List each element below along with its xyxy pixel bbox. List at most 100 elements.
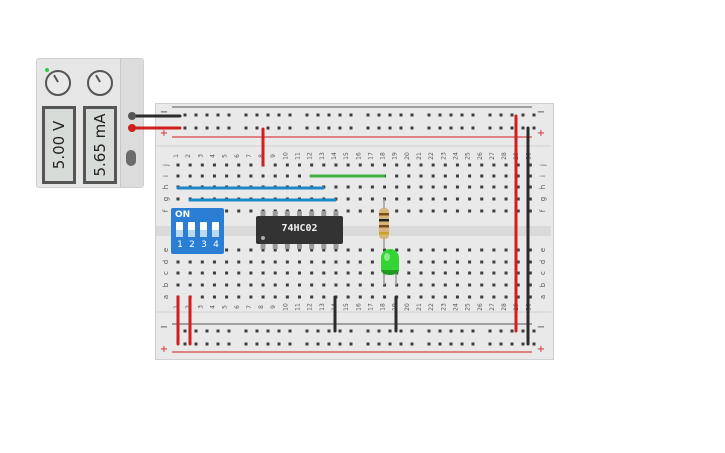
power-switch[interactable]: [126, 150, 136, 166]
dip-switch[interactable]: ON 1 2 3 4: [171, 208, 224, 254]
rail-hole: [216, 329, 220, 333]
grid-hole: [200, 174, 204, 178]
grid-hole: [249, 283, 253, 287]
grid-hole: [225, 209, 229, 213]
chip-pin-top: [272, 211, 278, 216]
rail-hole: [427, 342, 431, 346]
rail-minus-label-bl: −: [160, 322, 168, 333]
green-led[interactable]: [381, 249, 399, 270]
grid-hole: [492, 283, 496, 287]
voltage-knob[interactable]: [45, 70, 71, 96]
grid-hole: [492, 197, 496, 201]
grid-hole: [358, 271, 362, 275]
rail-hole: [255, 342, 259, 346]
grid-hole: [504, 295, 508, 299]
chip-pin-bottom: [260, 244, 266, 249]
dip-switch-4[interactable]: [212, 222, 219, 237]
psu-positive-terminal[interactable]: [128, 124, 136, 132]
rail-hole: [244, 342, 248, 346]
grid-hole: [516, 185, 520, 189]
column-number-3: 3: [197, 305, 204, 309]
grid-hole: [492, 209, 496, 213]
dip-switch-1[interactable]: [176, 222, 183, 237]
grid-hole: [528, 185, 532, 189]
grid-hole: [528, 283, 532, 287]
column-number-25: 25: [465, 303, 472, 311]
rail-hole: [227, 113, 231, 117]
grid-hole: [455, 295, 459, 299]
grid-hole: [504, 174, 508, 178]
grid-hole: [200, 271, 204, 275]
rail-hole: [399, 329, 403, 333]
grid-hole: [492, 185, 496, 189]
ic-chip[interactable]: 74HC02: [256, 216, 343, 244]
rail-hole: [316, 342, 320, 346]
rail-hole: [277, 342, 281, 346]
rail-hole: [327, 342, 331, 346]
row-letter-b: b: [539, 282, 547, 287]
psu-ground-terminal[interactable]: [128, 112, 136, 120]
grid-hole: [346, 295, 350, 299]
grid-hole: [516, 197, 520, 201]
grid-hole: [285, 248, 289, 252]
resistor[interactable]: [379, 208, 389, 239]
power-supply[interactable]: 5.00 V 5.65 mA: [36, 58, 144, 188]
rail-minus-label-br: −: [537, 322, 545, 333]
grid-hole: [504, 209, 508, 213]
grid-hole: [468, 174, 472, 178]
grid-hole: [407, 260, 411, 264]
rail-hole: [510, 113, 514, 117]
column-number-22: 22: [428, 303, 435, 311]
grid-hole: [383, 295, 387, 299]
current-knob[interactable]: [87, 70, 113, 96]
grid-hole: [395, 185, 399, 189]
chip-pin-top: [297, 211, 302, 216]
grid-hole: [346, 197, 350, 201]
rail-hole: [216, 126, 220, 130]
grid-hole: [225, 163, 229, 167]
row-letter-e: e: [162, 248, 170, 252]
rail-hole: [399, 126, 403, 130]
column-number-26: 26: [477, 152, 484, 160]
grid-hole: [370, 283, 374, 287]
column-number-16: 16: [355, 152, 362, 160]
rail-hole: [499, 126, 503, 130]
row-letter-e: e: [539, 248, 547, 252]
column-number-13: 13: [319, 152, 326, 160]
column-number-13: 13: [319, 303, 326, 311]
grid-hole: [200, 260, 204, 264]
rail-hole: [349, 126, 353, 130]
chip-pin-bottom: [321, 244, 327, 249]
grid-hole: [212, 283, 216, 287]
grid-hole: [443, 260, 447, 264]
row-letter-j: j: [539, 164, 547, 167]
grid-hole: [431, 174, 435, 178]
grid-hole: [298, 163, 301, 167]
rail-hole: [488, 329, 492, 333]
dip-switch-2[interactable]: [188, 222, 195, 237]
grid-hole: [431, 197, 435, 201]
grid-hole: [285, 271, 289, 275]
grid-hole: [383, 163, 387, 167]
dip-switch-3[interactable]: [200, 222, 207, 237]
grid-hole: [249, 248, 253, 252]
resistor-band: [379, 225, 389, 228]
rail-hole: [388, 126, 392, 130]
chip-pin-top: [260, 211, 266, 216]
grid-hole: [443, 185, 447, 189]
column-number-17: 17: [367, 152, 374, 160]
row-letter-d: d: [162, 260, 170, 264]
column-number-24: 24: [452, 152, 459, 160]
grid-hole: [225, 283, 229, 287]
column-number-10: 10: [282, 303, 289, 311]
voltage-display: 5.00 V: [42, 106, 76, 184]
rail-hole: [288, 113, 292, 117]
rail-hole: [205, 126, 209, 130]
grid-hole: [419, 271, 423, 275]
column-number-25: 25: [465, 152, 472, 160]
grid-hole: [480, 185, 484, 189]
rail-hole: [510, 329, 514, 333]
grid-hole: [237, 295, 241, 299]
grid-hole: [419, 185, 423, 189]
rail-hole: [532, 342, 536, 346]
